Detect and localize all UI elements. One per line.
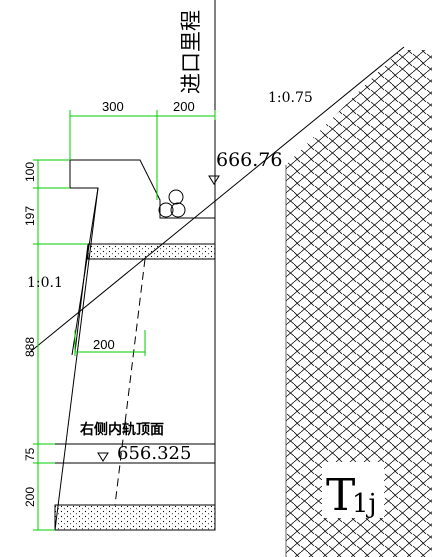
duct-circle [158, 202, 174, 218]
rock-symbol-bg [322, 462, 384, 518]
rock-mass [286, 50, 432, 557]
dim-v-100: 100 [23, 162, 37, 182]
inner-back-line [74, 243, 89, 353]
rock-symbol: T [326, 470, 355, 521]
dashed-centerline [114, 258, 146, 506]
rock-symbol-sub: 1j [352, 489, 377, 519]
dim-top-right: 200 [173, 99, 195, 114]
upper-concrete-band [87, 243, 216, 260]
rail-label: 右侧内轨顶面 [79, 421, 164, 437]
dim-v-197: 197 [23, 206, 37, 226]
retaining-wall-front [54, 187, 99, 531]
elevation-marker-top [208, 175, 220, 185]
lower-concrete-band [54, 504, 216, 531]
slope-line [29, 46, 405, 353]
dim-v-75: 75 [23, 447, 37, 461]
vertical-title: 进口里程 [180, 10, 203, 94]
vertical-dimensions: 100 197 888 75 200 [23, 159, 88, 531]
duct-circle [168, 189, 184, 205]
slope-ratio-left: 1:0.1 [27, 275, 63, 291]
slope-ratio-right: 1:0.75 [268, 90, 313, 106]
cable-ducts [158, 189, 186, 218]
dim-bottom-inner: 200 [93, 337, 115, 352]
elevation-marker-rail [97, 452, 109, 462]
horizontal-dimensions: 300 200 200 [69, 99, 216, 356]
dim-top-left: 300 [102, 99, 124, 114]
dim-v-888: 888 [23, 337, 37, 357]
elevation-top-label: 666.76 [216, 149, 282, 171]
elevation-rail-label: 656.325 [117, 443, 191, 464]
duct-circle [170, 202, 186, 218]
dim-v-200: 200 [23, 487, 37, 507]
